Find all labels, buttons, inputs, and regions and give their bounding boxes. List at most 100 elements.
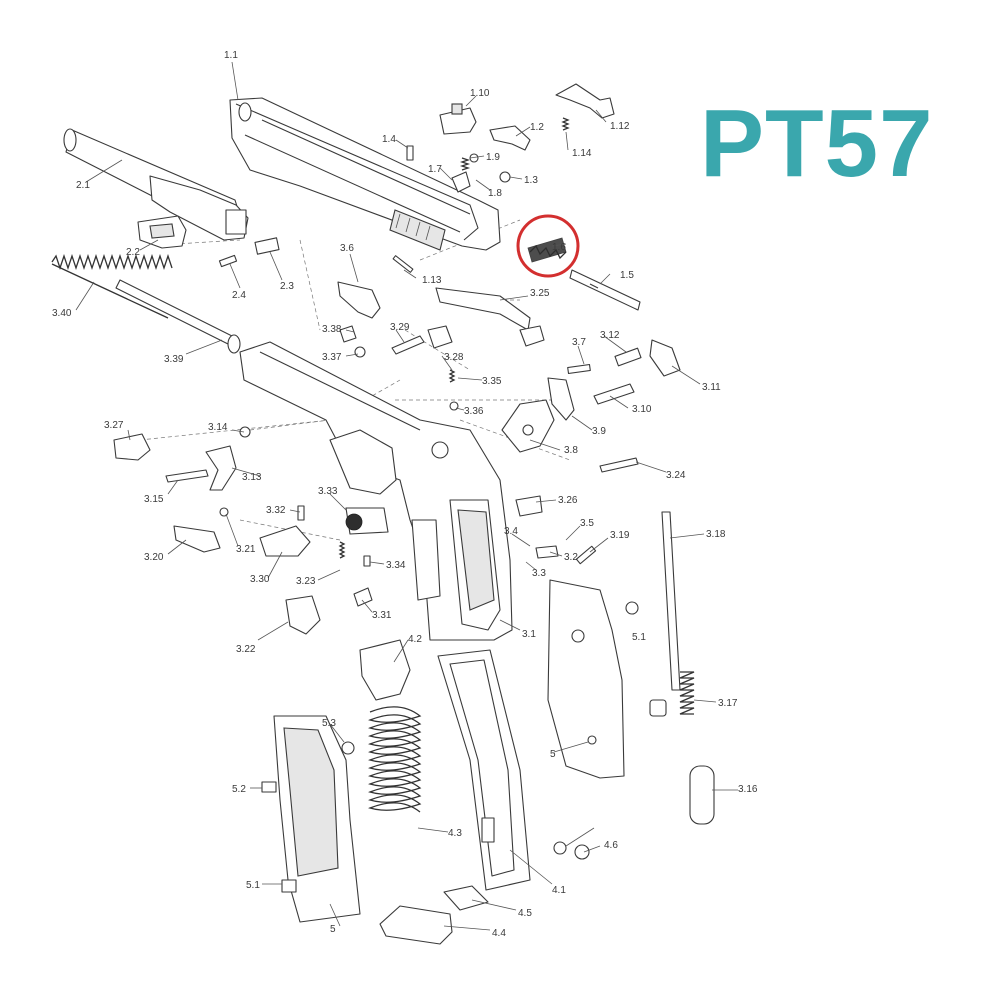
grip-screws-and-bushings: [261, 601, 667, 893]
part-label-3-23: 3.23: [296, 576, 316, 587]
part-label-3-40: 3.40: [52, 308, 72, 319]
part-label-3-19: 3.19: [610, 530, 630, 541]
part-label-3-17: 3.17: [718, 698, 738, 709]
part-label-5-1-second: 5.1: [632, 632, 646, 643]
assembly-guides: [119, 169, 571, 541]
part-label-1-6: 1.6: [552, 242, 566, 253]
part-label-3-5: 3.5: [580, 518, 594, 529]
magazine-floorplate: [379, 841, 590, 945]
barrel: [63, 128, 249, 241]
part-label-5: 5: [330, 924, 336, 935]
locking-block: [137, 215, 187, 249]
part-label-3-30: 3.30: [250, 574, 270, 585]
part-label-2-4: 2.4: [232, 290, 246, 301]
part-label-3-34: 3.34: [386, 560, 406, 571]
part-label-1-10: 1.10: [470, 88, 490, 99]
trigger: [165, 426, 251, 491]
part-label-5-2: 5.2: [232, 784, 246, 795]
trigger-bar-and-plate: [435, 287, 545, 347]
part-label-3-12: 3.12: [600, 330, 620, 341]
magazine-body: [437, 649, 531, 891]
firing-pin: [569, 269, 641, 311]
part-label-3-4: 3.4: [504, 526, 518, 537]
ejector-parts: [339, 325, 453, 358]
part-label-3-37: 3.37: [322, 352, 342, 363]
part-label-3-22: 3.22: [236, 644, 256, 655]
rear-sight: [439, 103, 477, 135]
part-label-5-1: 5.1: [246, 880, 260, 891]
magazine-follower: [359, 639, 411, 701]
part-label-1-1: 1.1: [224, 50, 238, 61]
slide-stop-lever: [555, 83, 615, 119]
part-label-3-7: 3.7: [572, 337, 586, 348]
sear-and-springs: [547, 339, 681, 473]
grip-panel-left: [273, 715, 361, 923]
part-label-5-second: 5: [550, 749, 556, 760]
slide-catch-and-magazine-catch: [173, 505, 389, 607]
part-label-1-8: 1.8: [488, 188, 502, 199]
part-label-3-32: 3.32: [266, 505, 286, 516]
part-label-5-3: 5.3: [322, 718, 336, 729]
slide: [229, 97, 501, 251]
part-number-labels: 1.11.21.31.41.51.61.71.81.91.101.121.131…: [52, 50, 758, 939]
part-label-3-18: 3.18: [706, 529, 726, 540]
part-label-1-13: 1.13: [422, 275, 442, 286]
extractor-pin-and-spring: [406, 117, 570, 193]
part-label-3-10: 3.10: [632, 404, 652, 415]
part-label-3-11: 3.11: [702, 382, 721, 393]
part-label-3-28: 3.28: [444, 352, 464, 363]
part-label-3-26: 3.26: [558, 495, 578, 506]
takedown-lever: [337, 281, 381, 319]
part-label-2-2: 2.2: [126, 247, 140, 258]
part-label-1-7: 1.7: [428, 164, 442, 175]
part-label-1-9: 1.9: [486, 152, 500, 163]
part-label-1-14: 1.14: [572, 148, 592, 159]
part-label-3-20: 3.20: [144, 552, 164, 563]
part-label-4-3: 4.3: [448, 828, 462, 839]
model-title: PT57: [700, 90, 933, 197]
recoil-spring-guide: [115, 279, 241, 354]
part-label-3-36: 3.36: [464, 406, 484, 417]
part-label-3-33: 3.33: [318, 486, 338, 497]
part-label-3-14: 3.14: [208, 422, 228, 433]
part-label-1-3: 1.3: [524, 175, 538, 186]
part-label-3-25: 3.25: [530, 288, 550, 299]
hammer-strut-spring: [448, 369, 459, 411]
part-label-3-39: 3.39: [164, 354, 184, 365]
part-label-4-2: 4.2: [408, 634, 422, 645]
part-label-2-1: 2.1: [76, 180, 90, 191]
part-label-3-8: 3.8: [564, 445, 578, 456]
part-label-4-4: 4.4: [492, 928, 506, 939]
frame: [239, 341, 513, 641]
trigger-spring-parts: [515, 495, 597, 565]
part-label-3-15: 3.15: [144, 494, 164, 505]
part-label-3-16: 3.16: [738, 784, 758, 795]
part-label-3-9: 3.9: [592, 426, 606, 437]
part-label-3-24: 3.24: [666, 470, 686, 481]
part-label-2-3: 2.3: [280, 281, 294, 292]
part-label-4-1: 4.1: [552, 885, 566, 896]
hammer: [501, 399, 555, 453]
part-label-1-2: 1.2: [530, 122, 544, 133]
part-label-3-35: 3.35: [482, 376, 502, 387]
part-label-3-1: 3.1: [522, 629, 536, 640]
part-label-4-5: 4.5: [518, 908, 532, 919]
part-label-1-5: 1.5: [620, 270, 634, 281]
grip-panel-right: [547, 579, 625, 779]
highlight-circle: [516, 214, 580, 278]
extractor: [489, 125, 531, 151]
leader-lines: [75, 61, 738, 931]
hammer-spring-guide: [285, 595, 321, 635]
part-label-3-2: 3.2: [564, 552, 578, 563]
part-label-3-13: 3.13: [242, 472, 262, 483]
part-label-3-6: 3.6: [340, 243, 354, 254]
safety-lever: [113, 433, 151, 461]
part-label-3-31: 3.31: [372, 610, 392, 621]
magazine-spring: [368, 706, 422, 813]
part-label-3-38: 3.38: [322, 324, 342, 335]
part-label-4-6: 4.6: [604, 840, 618, 851]
firing-pin-spring-1-6: [527, 237, 567, 263]
locking-block-plunger-and-pin: [218, 237, 280, 268]
